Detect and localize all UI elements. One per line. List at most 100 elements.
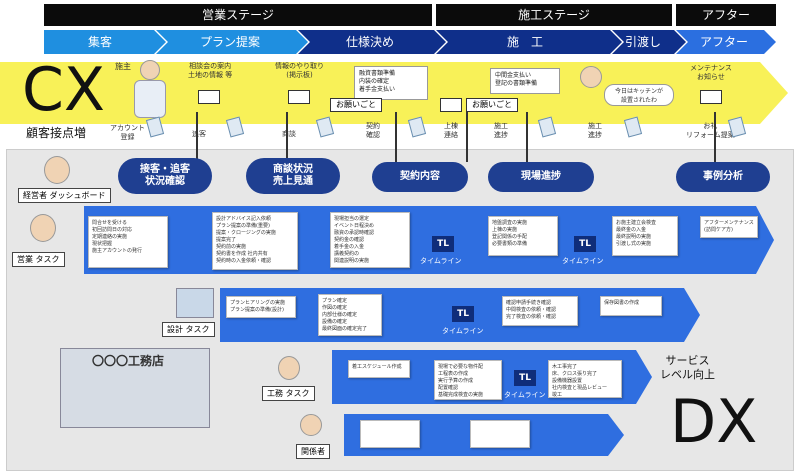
sales-card-6: アフターメンテナンス(訪問ケア方) — [700, 216, 758, 238]
oval-contract[interactable]: 契約内容 — [372, 162, 468, 192]
stage-sales: 営業ステージ — [44, 4, 432, 26]
oval-case-analysis[interactable]: 事例分析 — [676, 162, 770, 192]
card-item: イベント日程決め — [334, 223, 375, 229]
card-item: 現状把握 — [92, 241, 113, 247]
card-item: 床、クロス張り完了 — [552, 371, 598, 377]
stage-after: アフター — [676, 4, 776, 26]
card-item: 契約金の確認 — [334, 237, 365, 243]
card-item: 配置確認 — [438, 385, 459, 391]
card-item: 問合せを受ける — [92, 220, 128, 226]
card-item: 提案完了 — [216, 237, 237, 243]
construction-card-2: 現場で必要な物件配 工程表の作成 実行予算の作成 配置確認 基礎完成検査の実施 — [434, 360, 502, 400]
onegai-label-2: お願いごと — [466, 98, 518, 112]
checklist-1-item: 融資書類準備 — [359, 70, 396, 77]
phase-shape-2 — [156, 30, 308, 54]
card-item: 保存図書の作成 — [604, 300, 640, 306]
timeline-icon[interactable]: TL — [452, 306, 474, 322]
card-item: 上棟の実施 — [492, 227, 518, 233]
timeline-icon[interactable]: TL — [574, 236, 596, 252]
phase-construction: 施 工 — [506, 35, 543, 49]
checklist-1-item: 内装の確定 — [359, 78, 390, 85]
phase-attract: 集客 — [87, 35, 112, 49]
card-item: 契約時の入金依頼・確認 — [216, 258, 272, 264]
mail-icon-3 — [440, 98, 462, 112]
dx-subtitle: サービス レベル向上 — [660, 354, 715, 381]
card-item: 設備機器設置 — [552, 378, 583, 384]
lane-design: 設計 タスク — [162, 322, 215, 337]
card-item: 基礎完成検査の実施 — [438, 392, 484, 398]
card-item: 現場担当の選定 — [334, 216, 370, 222]
oval-site-progress[interactable]: 現場進捗 — [488, 162, 594, 192]
card-item: 工程表の作成 — [438, 371, 469, 377]
checklist-2-item: 登記の書類準備 — [495, 80, 538, 87]
lane-construction: 工務 タスク — [262, 386, 315, 401]
touch-negotiation: 商談 — [282, 130, 296, 138]
timeline-icon[interactable]: TL — [432, 236, 454, 252]
sales-card-4: 地盤調査の実施 上棟の実施 登記関係の手配 必要書類の準備 — [488, 216, 558, 256]
card-item: 融資の承認時確認 — [334, 230, 375, 236]
card-item: プランヒアリングの実施 — [230, 300, 286, 306]
oval-customer-status[interactable]: 接客・追客 状況確認 — [118, 158, 212, 194]
note-consult: 相談会の案内 土地の情報 等 — [188, 62, 233, 79]
design-card-4: 保存図書の作成 — [600, 296, 662, 316]
construction-card-1: 着工スケジュール作成 — [348, 360, 410, 378]
note-board: 情報のやり取り (掲示板) — [275, 62, 324, 79]
card-item: プラン提案の準備(重要) — [216, 223, 270, 229]
checklist-box-2: 中間金支払い 登記の書類準備 — [490, 68, 560, 94]
card-item: 設計アドバイス記入依頼 — [216, 216, 271, 222]
phase-shape-1 — [44, 30, 166, 54]
touch-progress-2: 施工 進捗 — [588, 122, 602, 139]
related-card-2 — [470, 420, 530, 448]
phase-shape-5 — [612, 30, 686, 54]
card-item: 着手金の入金 — [334, 244, 365, 250]
card-item: 実行予算の作成 — [438, 378, 474, 384]
oval-negotiation-status[interactable]: 商談状況 売上見通 — [246, 158, 340, 194]
owner-person-icon — [140, 60, 160, 80]
cx-title: CX — [22, 55, 105, 125]
connector-line — [466, 112, 468, 162]
card-item: 竣工 — [552, 392, 563, 398]
connector-line — [714, 112, 716, 162]
card-item: 地盤調査の実施 — [492, 220, 528, 226]
related-person-icon — [300, 414, 322, 436]
card-item: 作図の確定 — [322, 305, 348, 311]
card-item: 中間検査の依頼・確認 — [506, 307, 557, 313]
mail-icon-2 — [288, 90, 310, 104]
cx-subtitle: 顧客接点増 — [26, 126, 87, 140]
touch-follow: 追客 — [192, 130, 206, 138]
phase-chevrons — [44, 30, 776, 54]
phase-spec: 仕様決め — [345, 35, 394, 49]
sales-card-2: 設計アドバイス記入依頼 プラン提案の準備(重要) 提案・クロージングの実施 提案… — [212, 212, 298, 270]
card-item: プラン確定 — [322, 298, 348, 304]
timeline-label: タイムライン — [420, 257, 462, 265]
designer-computer-icon — [176, 288, 214, 318]
phase-shape-4 — [436, 30, 622, 54]
note-maintenance: メンテナンス お知らせ — [690, 64, 732, 81]
related-card-1 — [360, 420, 420, 448]
card-item: 完了検査の依頼・確認 — [506, 314, 557, 320]
card-item: 設備の確定 — [322, 319, 348, 325]
card-item: 確認申請手続き確認 — [506, 300, 552, 306]
design-card-2: プラン確定 作図の確定 内部仕様の確定 設備の確定 最終図面の確定完了 — [318, 294, 382, 336]
phase-handover: 引渡し — [624, 35, 661, 49]
timeline-icon[interactable]: TL — [514, 370, 536, 386]
executive-icon — [44, 156, 70, 184]
company-name: 〇〇〇工務店 — [92, 354, 165, 368]
timeline-label: タイムライン — [442, 327, 484, 335]
card-item: 契約前の実施 — [216, 244, 247, 250]
mail-icon-1 — [198, 90, 220, 104]
connector-line — [286, 112, 288, 162]
card-item: 契約書を作成 社内共有 — [216, 251, 268, 257]
phase-shape-3 — [298, 30, 446, 54]
owner-family-illustration — [134, 80, 166, 118]
touch-frame: 上棟 連絡 — [444, 122, 458, 139]
card-item: 必要書類の準備 — [492, 241, 528, 247]
owner-label: 施主 — [115, 62, 131, 71]
construction-worker-icon — [278, 356, 300, 380]
checklist-box-1: 融資書類準備 内装の確定 着手金支払い — [354, 66, 428, 100]
speech-bubble: 今日はキッチンが 設置されたわ — [604, 84, 674, 106]
card-item: 引渡し式の実施 — [616, 241, 652, 247]
timeline-label: タイムライン — [562, 257, 604, 265]
card-item: 社内検査と現品レビュー — [552, 385, 608, 391]
card-item: 木工事完了 — [552, 364, 578, 370]
